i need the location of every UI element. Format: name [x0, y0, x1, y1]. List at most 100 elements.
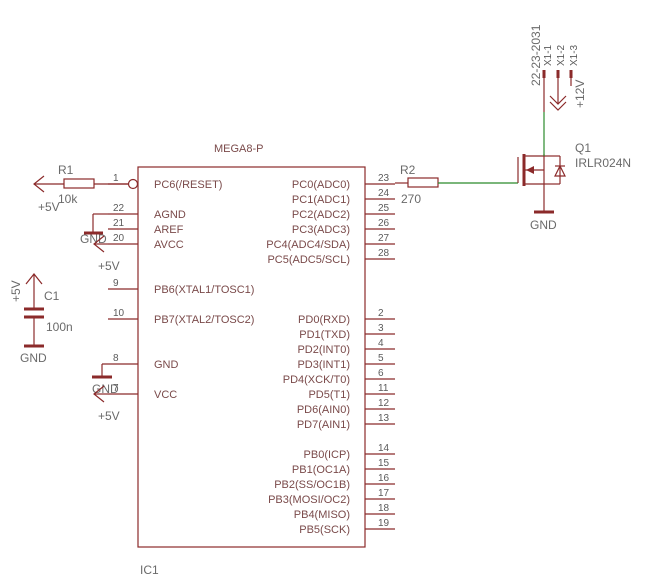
c1-value: 100n	[46, 320, 73, 334]
q1: GND Q1 IRLR024N	[517, 141, 631, 232]
ic1-pin-label: PB5(SCK)	[299, 524, 350, 536]
supply-5v-reset: +5V	[33, 175, 60, 214]
ic1-pin-number: 16	[378, 473, 390, 484]
ic1-pin-label: PD7(AIN1)	[297, 419, 350, 431]
gnd-q1-label: GND	[530, 218, 557, 232]
ic1-pin-number: 2	[378, 308, 384, 319]
c1: +5V GND C1 100n	[9, 273, 73, 365]
ic1-pin-number: 11	[378, 383, 389, 394]
r2: R2 270	[395, 163, 518, 206]
ic1-pin-label: PD0(RXD)	[298, 314, 350, 326]
ic1-pin-number: 21	[113, 218, 125, 229]
ic1-pin-number: 9	[113, 278, 119, 289]
ic1-pin-number: 27	[378, 233, 390, 244]
ic1-pin-label: PB4(MISO)	[294, 509, 350, 521]
gnd-pin8-label: GND	[92, 382, 119, 396]
ic1-pin-label: PC6(/RESET)	[154, 179, 222, 191]
supply-5v-avcc-label: +5V	[98, 259, 120, 273]
supply-5v-reset-label: +5V	[38, 200, 60, 214]
ic1-pin-label: PD6(AIN0)	[297, 404, 350, 416]
ic1-pin-number: 15	[378, 458, 390, 469]
r1: R1 10k	[34, 163, 128, 206]
gnd-agnd: GND	[80, 214, 107, 246]
ic1-pin-label: PD3(INT1)	[297, 359, 350, 371]
ic1-pin-label: PC0(ADC0)	[292, 179, 350, 191]
ic1-pin-number: 24	[378, 188, 390, 199]
ic1-pin-label: PB6(XTAL1/TOSC1)	[154, 284, 254, 296]
arrow-12v-1	[549, 95, 567, 105]
gnd-c1-label: GND	[20, 351, 47, 365]
ic1-pin-label: PB2(SS/OC1B)	[274, 479, 350, 491]
ic1-pin-number: 1	[113, 173, 119, 184]
ic1-pin-number: 3	[378, 323, 384, 334]
ic1-pin-label: AGND	[154, 209, 186, 221]
ic1-pin-number: 19	[378, 518, 390, 529]
gnd-pin8: GND	[92, 364, 119, 396]
c1-name: C1	[44, 289, 60, 303]
ic1-pin-label: AREF	[154, 224, 184, 236]
arrow-12v-2	[549, 101, 567, 111]
ic1-pin-label: PC3(ADC3)	[292, 224, 350, 236]
ic1-pin-label: PB7(XTAL2/TOSC2)	[154, 314, 254, 326]
ic1-pin-number: 7	[113, 383, 119, 394]
ic1-pin-label: PD5(T1)	[308, 389, 350, 401]
ic1-pin-label: PC5(ADC5/SCL)	[267, 254, 350, 266]
ic1-pin-label: AVCC	[154, 239, 184, 251]
ic1-pin-label: PB0(ICP)	[304, 449, 350, 461]
ic1-pin-number: 14	[378, 443, 390, 454]
supply-5v-avcc: +5V	[93, 235, 120, 273]
ic1-pin-number: 8	[113, 353, 119, 364]
r1-value: 10k	[58, 192, 78, 206]
r2-value: 270	[401, 192, 421, 206]
ic1-pin-label: PD1(TXD)	[299, 329, 350, 341]
ic1-pin-label: PB1(OC1A)	[292, 464, 350, 476]
ic1-reset-inverter-bubble	[127, 178, 139, 190]
ic1-pin-label: PC4(ADC4/SDA)	[266, 239, 350, 251]
ic1-pin-number: 28	[378, 248, 390, 259]
arrow-5v-vcc	[93, 385, 105, 403]
ic1-pin-label: VCC	[154, 389, 177, 401]
q1-value: IRLR024N	[575, 156, 631, 170]
q1-name: Q1	[575, 141, 591, 155]
ic1-pin-number: 25	[378, 203, 390, 214]
ic1-pin-number: 13	[378, 413, 390, 424]
ic1-pin-label: PC2(ADC2)	[292, 209, 350, 221]
ic1-pin-label: PB3(MOSI/OC2)	[268, 494, 350, 506]
ic1-pin-number: 26	[378, 218, 390, 229]
supply-5v-c1-label: +5V	[9, 280, 23, 302]
ic1-pin-label: PC1(ADC1)	[292, 194, 350, 206]
q1-diode	[554, 164, 566, 177]
connector-pin-2-label: X1-2	[556, 44, 567, 66]
ic1-pin-label: PD4(XCK/T0)	[283, 374, 350, 386]
connector-part: 22-23-2031	[529, 24, 543, 86]
arrow-5v-avcc	[93, 235, 105, 253]
r1-name: R1	[58, 163, 74, 177]
connector-x1: 22-23-2031 X1-1 X1-2 X1-3 +12V	[529, 24, 587, 156]
ic1-pin-number: 18	[378, 503, 390, 514]
r2-body	[407, 177, 439, 188]
ic1-pin-number: 17	[378, 488, 390, 499]
ic1-pin-number: 5	[378, 353, 384, 364]
ic1-right-pins: 23PC0(ADC0)24PC1(ADC1)25PC2(ADC2)26PC3(A…	[266, 173, 395, 536]
gnd-agnd-label: GND	[80, 232, 107, 246]
ic1-value: MEGA8-P	[214, 143, 264, 155]
ic1-pin-number: 6	[378, 368, 384, 379]
ic1-pin-label: PD2(INT0)	[297, 344, 350, 356]
ic1-pin-number: 10	[113, 308, 125, 319]
ic1-pin-label: GND	[154, 359, 179, 371]
ic1-pin-number: 4	[378, 338, 384, 349]
r1-body	[63, 178, 95, 189]
connector-pin-1-label: X1-1	[543, 44, 554, 66]
ic1-pin-number: 22	[113, 203, 125, 214]
q1-arrow	[526, 166, 534, 174]
ic1-body	[137, 166, 366, 548]
ic1-pin-number: 20	[113, 233, 125, 244]
ic1-pin-number: 23	[378, 173, 390, 184]
r2-name: R2	[400, 163, 416, 177]
ic1-pin-number: 12	[378, 398, 390, 409]
ic1-name: IC1	[140, 563, 159, 577]
supply-12v-label: +12V	[573, 80, 587, 108]
